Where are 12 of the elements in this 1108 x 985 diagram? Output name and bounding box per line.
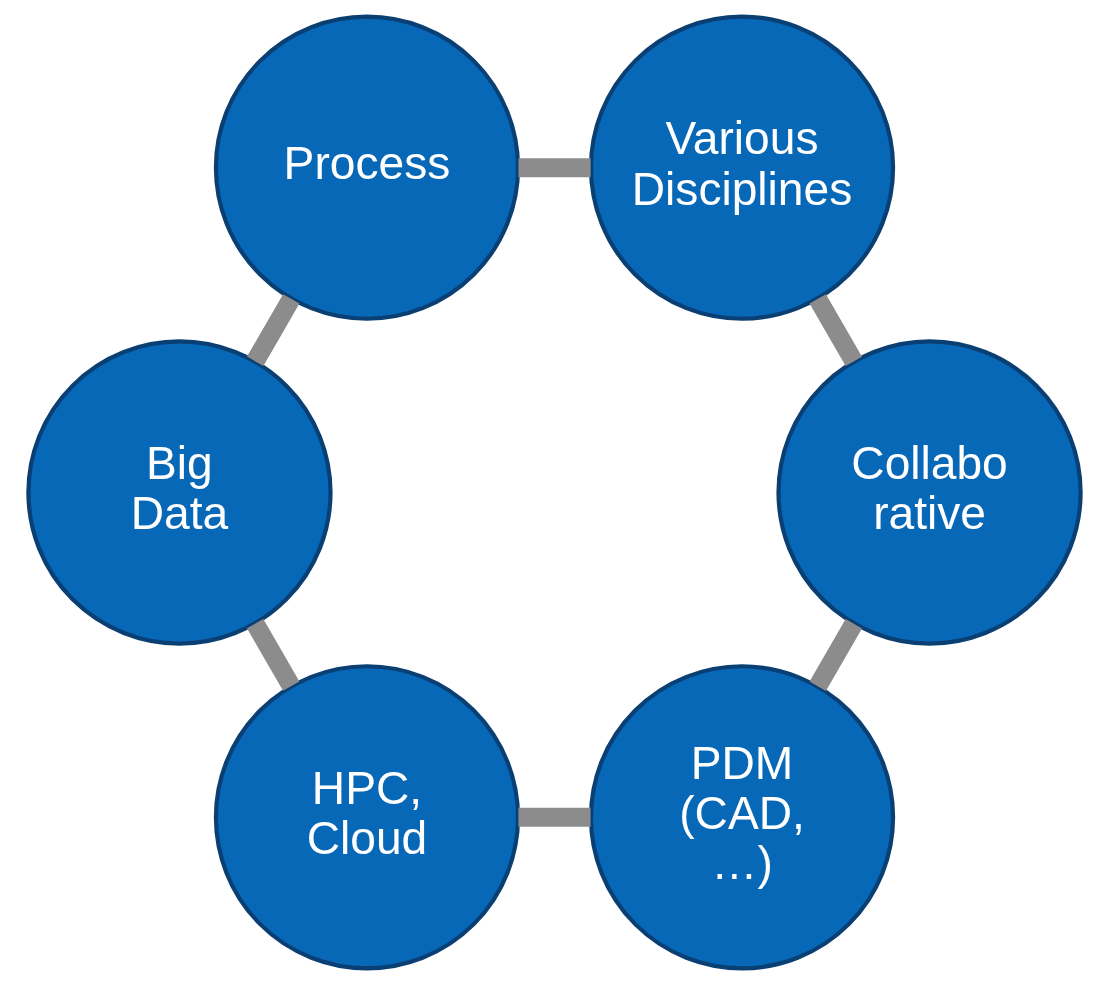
connector (809, 294, 862, 367)
node-circle: HPC, Cloud (213, 664, 520, 971)
node-circle: Process (213, 14, 520, 321)
node-circle: Various Disciplines (588, 14, 895, 321)
connector (517, 807, 591, 827)
connector (517, 158, 591, 178)
connector (246, 618, 299, 691)
node-circle: Collabo rative (775, 339, 1083, 646)
connector (246, 294, 299, 367)
node-circle: PDM (CAD, …) (588, 664, 895, 971)
node-circle: Big Data (25, 339, 333, 646)
connector (809, 618, 862, 691)
